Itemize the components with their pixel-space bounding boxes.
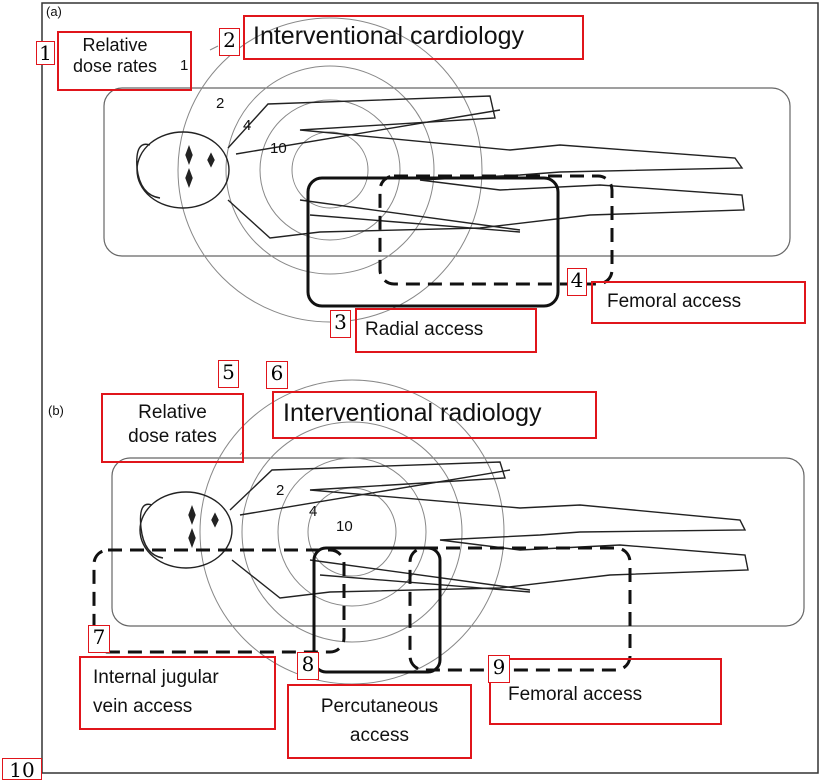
marker-6: 6 bbox=[266, 361, 288, 389]
dose-label-a-line1: Relative bbox=[60, 35, 170, 56]
panel-a-art bbox=[104, 18, 790, 322]
panel-b-label: (b) bbox=[48, 403, 64, 418]
body-outline-a bbox=[228, 96, 744, 238]
dose-value-b-4: 4 bbox=[309, 503, 317, 520]
femoral-access-label-a: Femoral access bbox=[607, 291, 741, 313]
ijv-access-label: Internal jugular vein access bbox=[93, 663, 219, 721]
head-b bbox=[140, 492, 232, 568]
dose-label-a: Relative dose rates bbox=[60, 35, 170, 77]
femoral-access-label-b: Femoral access bbox=[508, 684, 642, 706]
panel-b-title: Interventional radiology bbox=[283, 399, 542, 428]
dose-label-b: Relative dose rates bbox=[104, 401, 241, 449]
ijv-label-line1: Internal jugular bbox=[93, 663, 219, 692]
panel-a-title: Interventional cardiology bbox=[253, 22, 524, 51]
radial-access-region bbox=[308, 178, 558, 306]
marker-4: 4 bbox=[567, 268, 587, 296]
panel-a-label: (a) bbox=[46, 4, 62, 19]
dose-rings-a bbox=[178, 18, 482, 322]
head-a bbox=[137, 132, 229, 208]
dose-value-a-4: 4 bbox=[243, 117, 251, 134]
dose-value-a-1: 1 bbox=[180, 57, 188, 74]
arm-lines-a bbox=[236, 110, 520, 232]
dose-label-b-line1: Relative bbox=[104, 401, 241, 425]
radial-access-label: Radial access bbox=[365, 319, 483, 341]
dose-value-b-10: 10 bbox=[336, 518, 353, 535]
percutaneous-access-region bbox=[314, 548, 440, 672]
percutaneous-label-line2: access bbox=[290, 721, 469, 750]
dose-value-a-10: 10 bbox=[270, 140, 287, 157]
marker-2: 2 bbox=[219, 28, 240, 56]
marker-9: 9 bbox=[488, 655, 510, 683]
dose-value-b-2: 2 bbox=[276, 482, 284, 499]
percutaneous-label-line1: Percutaneous bbox=[290, 692, 469, 721]
marker-7: 7 bbox=[88, 625, 110, 653]
dose-label-b-line2: dose rates bbox=[104, 425, 241, 449]
face-a bbox=[186, 147, 214, 186]
ijv-access-region bbox=[94, 550, 344, 652]
hair-a bbox=[137, 144, 160, 198]
patient-b bbox=[140, 462, 748, 598]
marker-10: 10 bbox=[2, 758, 42, 780]
femoral-access-region-b bbox=[410, 548, 630, 670]
dose-label-a-line2: dose rates bbox=[60, 56, 170, 77]
percutaneous-access-label: Percutaneous access bbox=[290, 692, 469, 750]
face-b bbox=[189, 507, 218, 546]
ring-a-1 bbox=[178, 18, 482, 322]
ring-a-2 bbox=[226, 66, 434, 274]
dose-value-a-2: 2 bbox=[216, 95, 224, 112]
patient-a bbox=[137, 96, 744, 238]
marker-8: 8 bbox=[297, 652, 319, 680]
marker-3: 3 bbox=[330, 310, 351, 338]
marker-1: 1 bbox=[36, 41, 55, 65]
table-a bbox=[104, 88, 790, 256]
ijv-label-line2: vein access bbox=[93, 692, 219, 721]
marker-5: 5 bbox=[218, 360, 239, 388]
